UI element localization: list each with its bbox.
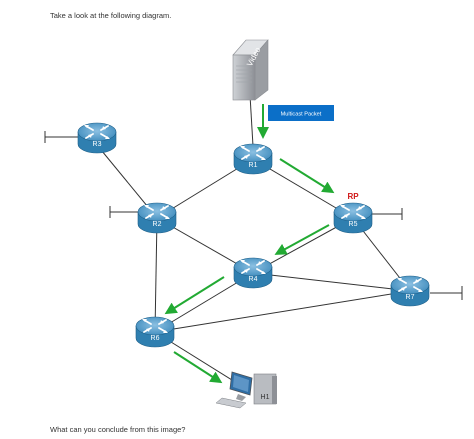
router-r7: R7 [390,275,430,307]
arrow-r6-to-h1 [173,351,223,384]
link-r2-r6 [154,217,158,333]
router-label-r6: R6 [151,335,160,342]
multicast-path-arrows [164,104,335,384]
router-r5: R5 [333,202,373,234]
intro-text: Take a look at the following diagram. [50,11,172,20]
host-label: H1 [261,394,270,401]
multicast-packet-box: Multicast Packet [268,105,334,121]
router-label-r5: R5 [349,221,358,228]
arrow-r4-to-r6 [164,276,225,315]
router-label-r2: R2 [153,221,162,228]
link-r4-r7 [252,272,411,292]
link-r6-r7 [154,290,411,333]
arrow-r1-to-r5 [279,158,335,194]
router-r1: R1 [233,143,273,175]
router-r3: R3 [77,122,117,154]
multicast-packet-label: Multicast Packet [281,112,322,118]
router-label-r1: R1 [249,162,258,169]
question-text: What can you conclude from this image? [50,425,186,434]
router-r2: R2 [137,202,177,234]
rp-label: RP [347,192,359,201]
router-label-r4: R4 [249,276,258,283]
stub-links [44,131,463,300]
host-h1: H1 [215,371,277,409]
video-server: Video [232,39,269,101]
router-label-r7: R7 [406,294,415,301]
router-label-r3: R3 [93,141,102,148]
link-server-r1 [249,94,254,147]
router-r4: R4 [233,257,273,289]
arrow-r5-to-r4 [274,224,330,255]
router-r6: R6 [135,316,175,348]
